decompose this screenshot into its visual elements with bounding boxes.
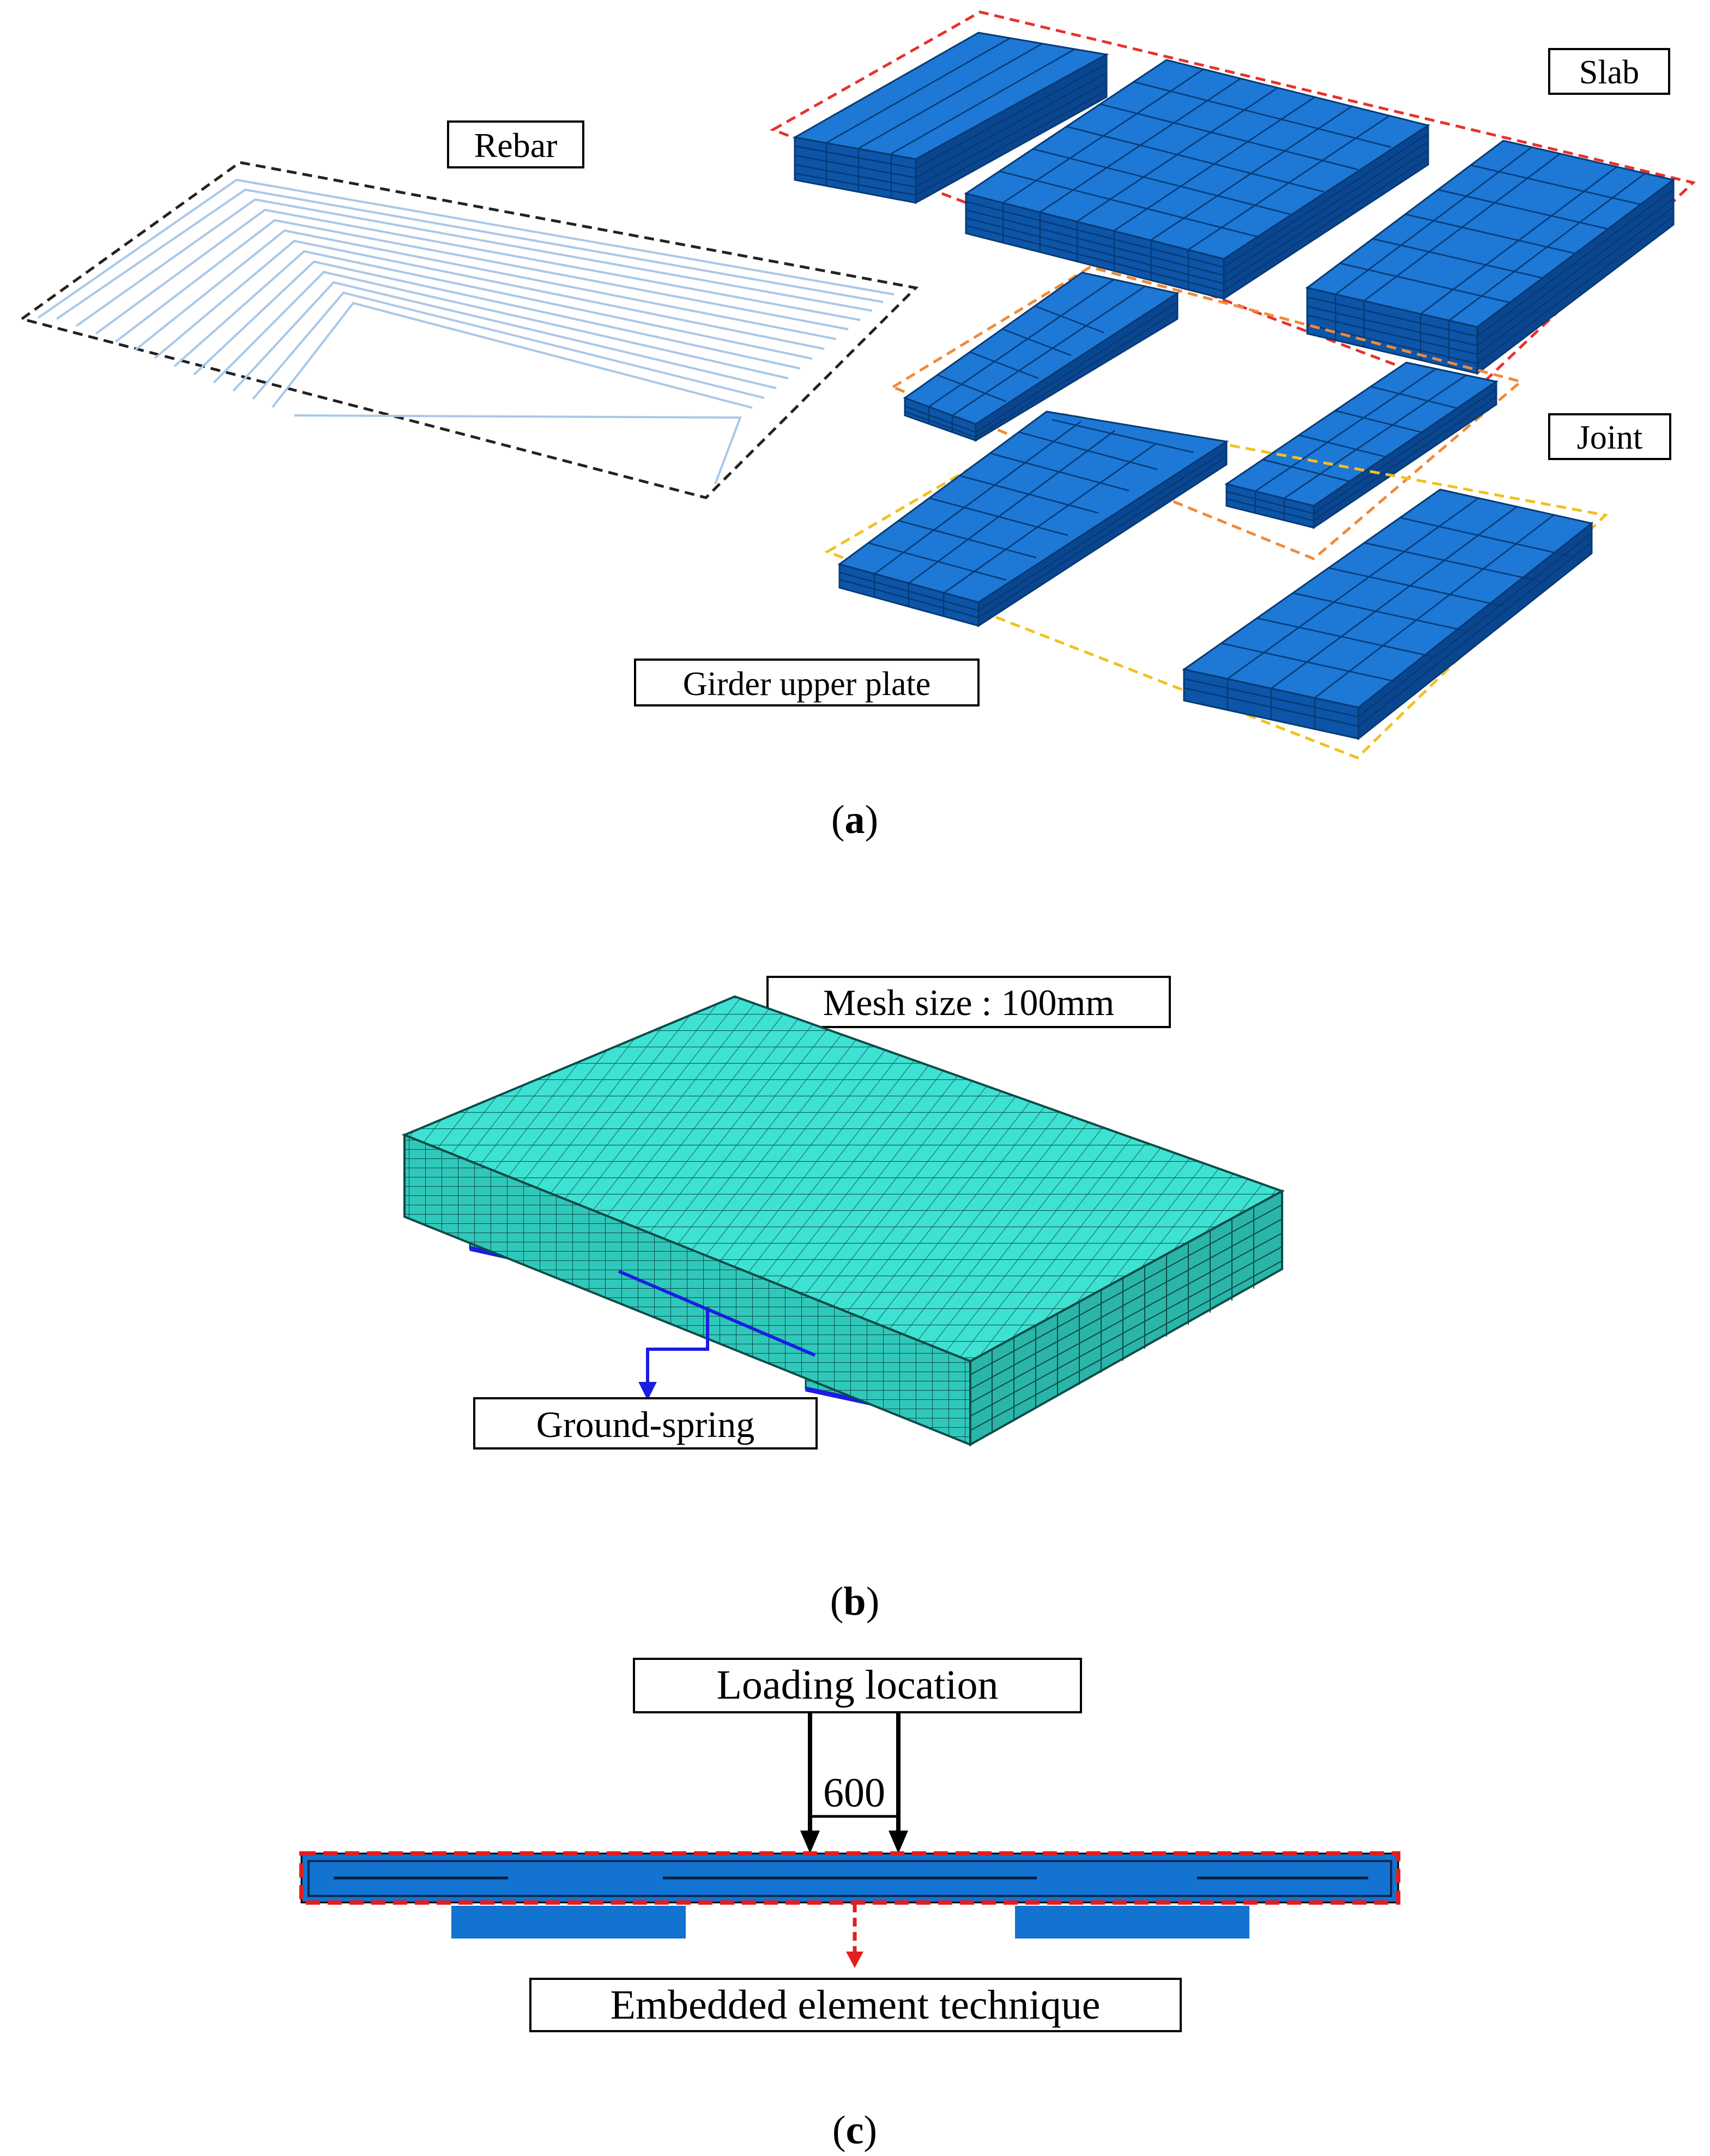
embedded-outline — [299, 1851, 1400, 1905]
slab-block-right — [1305, 140, 1676, 376]
rebar-outline — [19, 161, 919, 499]
slab-label: Slab — [1579, 54, 1639, 91]
slab-block-left — [792, 32, 1109, 204]
slab-block-center — [964, 59, 1430, 300]
caption-a-letter: a — [845, 798, 865, 842]
joint-label: Joint — [1577, 419, 1643, 456]
mesh-label: Mesh size : 100mm — [823, 982, 1115, 1023]
rebar-label: Rebar — [474, 126, 558, 165]
caption-c-letter: c — [846, 2108, 864, 2153]
embedded-label: Embedded element technique — [611, 1982, 1101, 2028]
joint-block-left — [903, 271, 1180, 442]
mesh-slab — [401, 995, 1285, 1447]
caption-a-open: ( — [831, 798, 845, 842]
panel-c: Loading location 600 Embedded element te… — [299, 1658, 1400, 2153]
girder-label-box: Girder upper plate — [634, 659, 980, 706]
loading-label-box: Loading location — [633, 1658, 1082, 1713]
load-arrow-right-head — [889, 1831, 908, 1853]
panel-a: Rebar Slab — [19, 10, 1696, 842]
embedded-label-box: Embedded element technique — [529, 1978, 1182, 2032]
spring-leader — [618, 1270, 816, 1400]
rebar-label-box: Rebar — [447, 120, 584, 168]
caption-b: (b) — [830, 1579, 879, 1624]
caption-b-letter: b — [843, 1579, 866, 1624]
rebar-lines — [37, 178, 895, 485]
dimension-label: 600 — [823, 1770, 885, 1816]
rebar-group: Rebar — [19, 120, 919, 499]
girder-block-left — [837, 410, 1229, 627]
loading-label: Loading location — [716, 1662, 998, 1708]
caption-b-open: ( — [830, 1579, 844, 1624]
beam-inner-outline — [307, 1860, 1392, 1897]
caption-c-open: ( — [832, 2108, 846, 2153]
girder-label: Girder upper plate — [683, 666, 930, 703]
girder-plate-left — [451, 1906, 686, 1938]
spring-label-box: Ground-spring — [473, 1397, 818, 1450]
joint-outline — [890, 265, 1524, 560]
caption-a: (a) — [831, 798, 878, 842]
embedded-arrow-head — [846, 1952, 863, 1968]
joint-label-box: Joint — [1548, 413, 1671, 460]
mesh-label-box: Mesh size : 100mm — [766, 976, 1171, 1028]
girder-plate-right — [1015, 1906, 1249, 1938]
girder-block-right — [1182, 488, 1594, 741]
caption-b-close: ) — [866, 1579, 880, 1624]
panel-b: Mesh size : 100mm Ground-sp — [401, 976, 1285, 1624]
load-arrow-left-head — [800, 1831, 820, 1853]
slab-label-box: Slab — [1548, 48, 1670, 95]
caption-a-close: ) — [865, 798, 879, 842]
caption-c: (c) — [832, 2108, 877, 2153]
joint-block-right — [1224, 361, 1498, 529]
load-arrows — [808, 1712, 901, 1836]
spring-label: Ground-spring — [536, 1404, 754, 1445]
caption-c-close: ) — [863, 2108, 877, 2153]
